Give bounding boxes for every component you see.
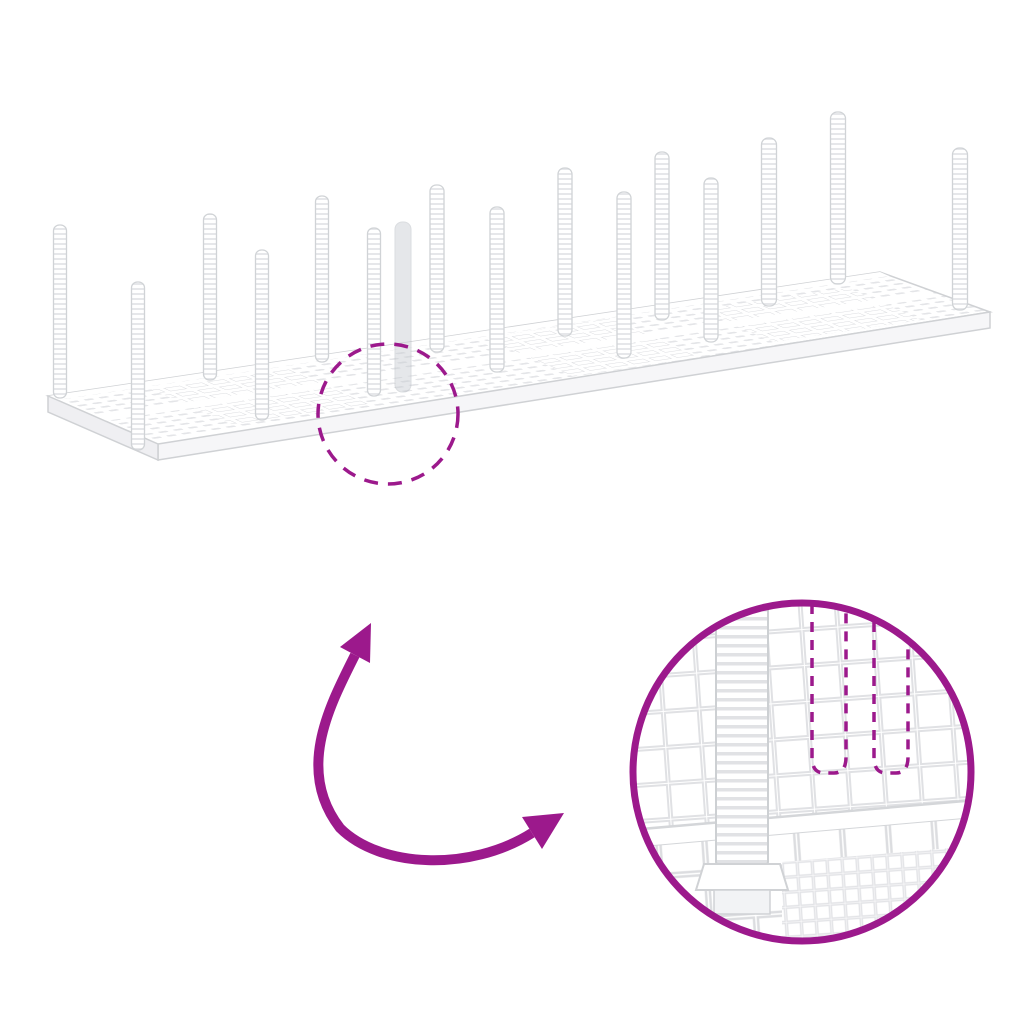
- lens-slot-outline-left: [810, 604, 848, 775]
- peg: [703, 177, 719, 343]
- peg: [829, 111, 847, 285]
- rack: [45, 111, 993, 462]
- peg: [366, 227, 382, 397]
- highlight-dashed-circle: [316, 342, 460, 486]
- lens-peg-socket: [713, 889, 771, 915]
- peg: [314, 195, 330, 363]
- peg: [202, 213, 218, 381]
- lens-peg: [715, 603, 769, 865]
- ghost-peg: [394, 221, 412, 393]
- lens-surface-line: [633, 798, 971, 832]
- peg: [616, 191, 632, 359]
- peg: [557, 167, 573, 337]
- peg: [429, 184, 445, 353]
- lens-peg-base: [694, 863, 790, 891]
- peg: [760, 137, 778, 307]
- tray-rail-middle: [94, 292, 937, 421]
- peg: [52, 224, 68, 399]
- peg: [254, 249, 270, 421]
- rotate-arrow-shaft: [313, 652, 535, 866]
- pegs-layer: [52, 111, 969, 451]
- peg: [489, 206, 505, 373]
- lens-outline-circle: [629, 599, 975, 945]
- rotate-arrow-head-bottom: [522, 813, 564, 849]
- tray-left-edge: [47, 394, 159, 462]
- peg: [130, 281, 146, 451]
- peg: [654, 151, 670, 321]
- rotate-arrow: [313, 623, 564, 866]
- peg: [951, 147, 969, 311]
- detail-lens: [629, 599, 975, 945]
- lens-slot-outline-right: [872, 604, 910, 775]
- lens-grid-upper: [633, 603, 971, 830]
- rotate-arrow-head-top: [340, 623, 371, 663]
- lens-content: [633, 603, 971, 941]
